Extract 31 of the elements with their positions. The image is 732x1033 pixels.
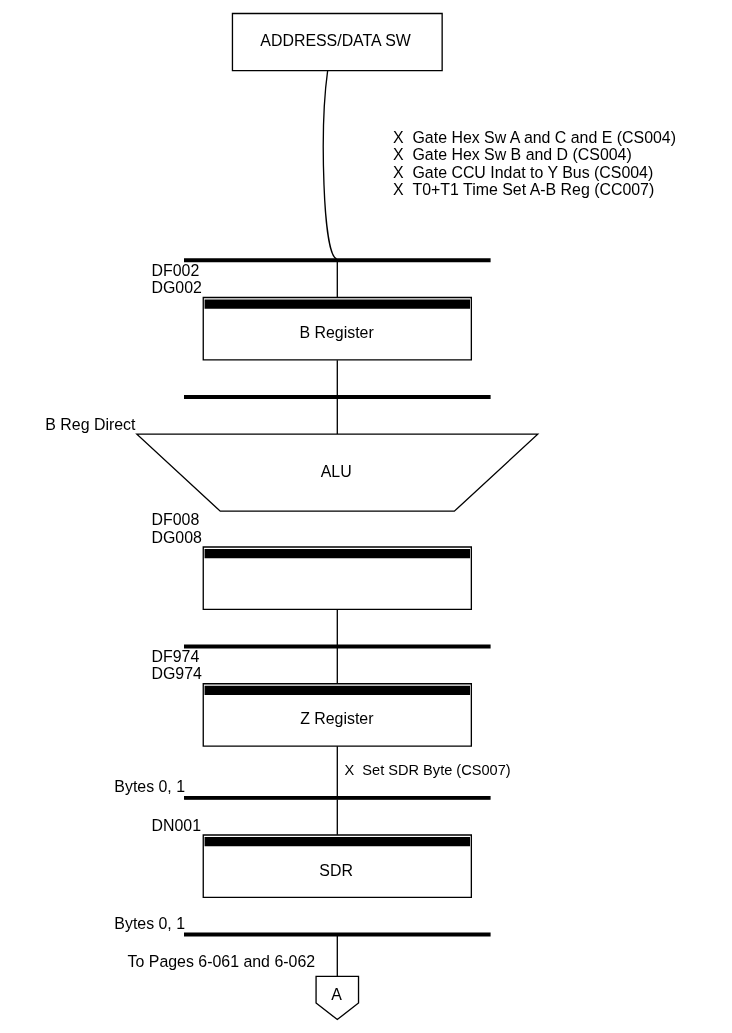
connector xyxy=(336,745,338,798)
node-label: Bytes 0, 1 xyxy=(113,914,185,932)
node-bar xyxy=(183,795,491,800)
node-label: To Pages 6-061 and 6-062 xyxy=(127,953,315,971)
node-box: ADDRESS/DATA SW xyxy=(231,12,443,72)
node-label: DG002 xyxy=(150,278,202,296)
label: X Gate Hex Sw A and C and E (CS004) xyxy=(392,129,676,147)
connector xyxy=(336,935,338,977)
node-label: DN001 xyxy=(150,816,201,834)
connector xyxy=(336,397,338,435)
label: X Gate Hex Sw B and D (CS004) xyxy=(392,146,632,164)
edge-label: X Set SDR Byte (CS007) xyxy=(344,762,511,779)
connector xyxy=(336,359,338,397)
label: X T0+T1 Time Set A-B Reg (CC007) xyxy=(392,180,654,198)
connector xyxy=(336,261,338,298)
node-label: DF008 xyxy=(150,511,199,529)
node-bar xyxy=(183,932,491,937)
connector xyxy=(322,70,337,260)
node-label: B Reg Direct xyxy=(44,415,135,433)
node-bar xyxy=(183,644,491,649)
node-label: DF002 xyxy=(150,261,199,279)
node-bar xyxy=(183,395,491,400)
node-label: DG008 xyxy=(150,528,202,546)
node-label: DF974 xyxy=(150,647,199,665)
node-bar xyxy=(183,258,491,263)
connector xyxy=(336,609,338,646)
label: X Gate CCU Indat to Y Bus (CS004) xyxy=(392,163,653,181)
node-label: DG974 xyxy=(150,665,202,683)
connector xyxy=(336,798,338,836)
connector xyxy=(336,647,338,685)
node-label: Bytes 0, 1 xyxy=(113,778,185,796)
